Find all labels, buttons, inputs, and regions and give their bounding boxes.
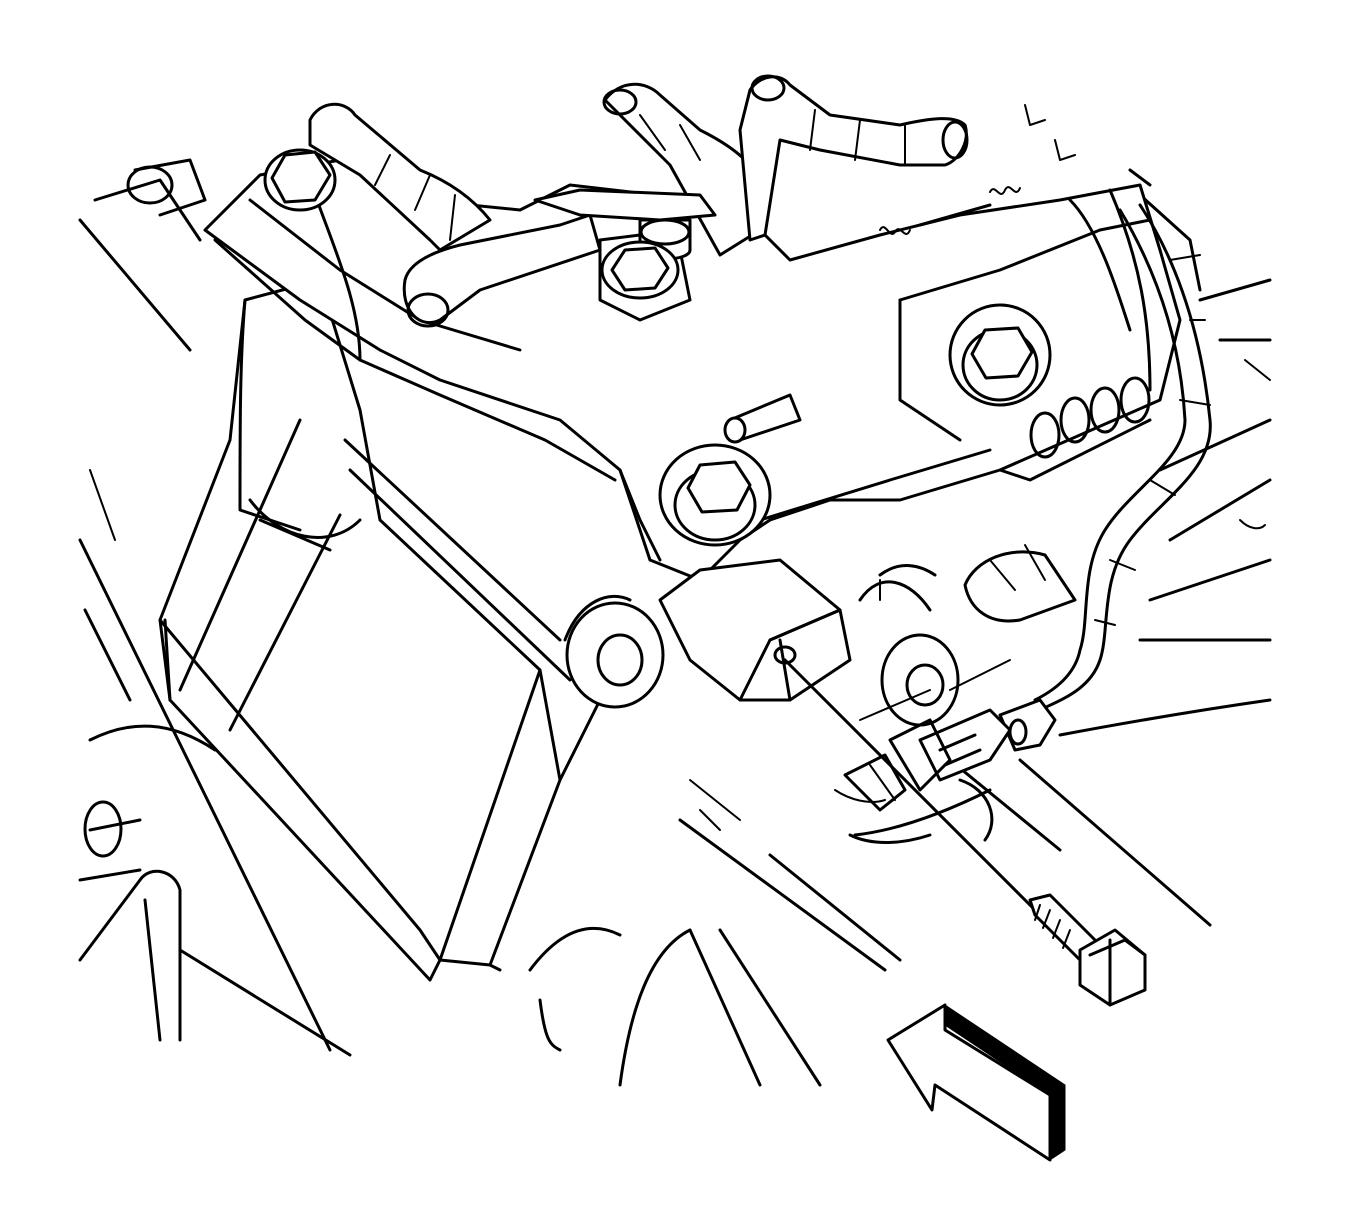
lower-block (658, 558, 1011, 721)
flange-bolts (126, 148, 1077, 727)
slot-row (1029, 376, 1151, 459)
view-direction-arrow (886, 1003, 1066, 1162)
electrical-connector (834, 698, 1057, 844)
pin-icon (723, 393, 802, 444)
wiring-harness (1033, 203, 1212, 712)
upper-hoses (602, 74, 969, 257)
boss-icon (563, 594, 665, 709)
hex-bolt-icon (948, 303, 1052, 407)
hex-bolt-icon (126, 148, 337, 217)
hex-bolt-icon (600, 240, 680, 300)
arrow-icon (886, 1003, 1066, 1162)
hole-icon (858, 580, 960, 727)
actuator-housing (158, 278, 602, 982)
vent-tube (308, 102, 717, 328)
hex-bolt-icon (1078, 928, 1147, 1007)
hex-bolt-icon (658, 443, 772, 547)
background-structure (78, 168, 1272, 1087)
retaining-bolt (783, 658, 1147, 1007)
